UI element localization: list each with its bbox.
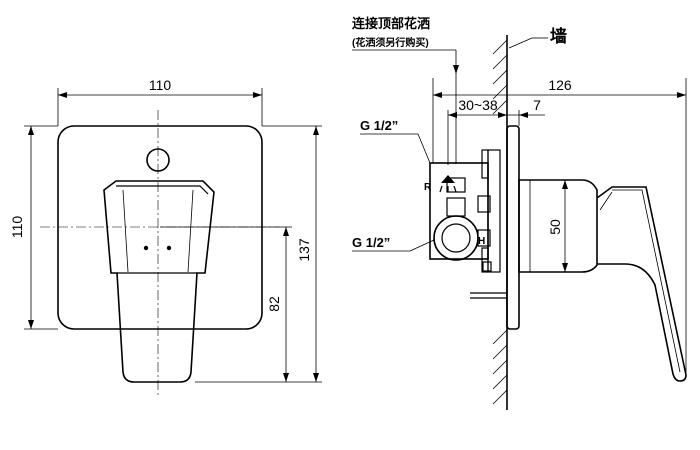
valve-body: R H [424,149,507,299]
thread-label-bottom: G 1/2” [352,235,390,250]
dim-front-height: 110 [9,216,25,239]
dim-depth-range: 30~38 [458,97,498,113]
dim-handle-drop: 82 [266,296,282,312]
thread-label-top: G 1/2” [360,118,398,133]
marking-h: H [478,236,485,247]
side-view: 墙 连接顶部花洒 (花洒须另行购买) R [352,16,687,410]
dim-handle-height: 50 [547,219,563,235]
dim-overall-height: 137 [296,238,312,262]
dim-plate-offset: 7 [533,97,541,113]
cover-plate [57,125,263,330]
shower-connect-label: 连接顶部花洒 [352,16,430,31]
dim-depth-overall: 126 [548,77,572,93]
wall-label: 墙 [550,26,567,46]
lever-handle [103,180,215,383]
outlet-cap [146,148,170,172]
lever-handle-side [596,186,687,382]
shower-note-label: (花洒须另行购买) [352,36,429,49]
front-view: 110 110 82 137 [9,77,322,395]
dim-front-width: 110 [149,77,172,93]
marking-r: R [424,182,432,193]
cover-plate-side [506,125,520,330]
